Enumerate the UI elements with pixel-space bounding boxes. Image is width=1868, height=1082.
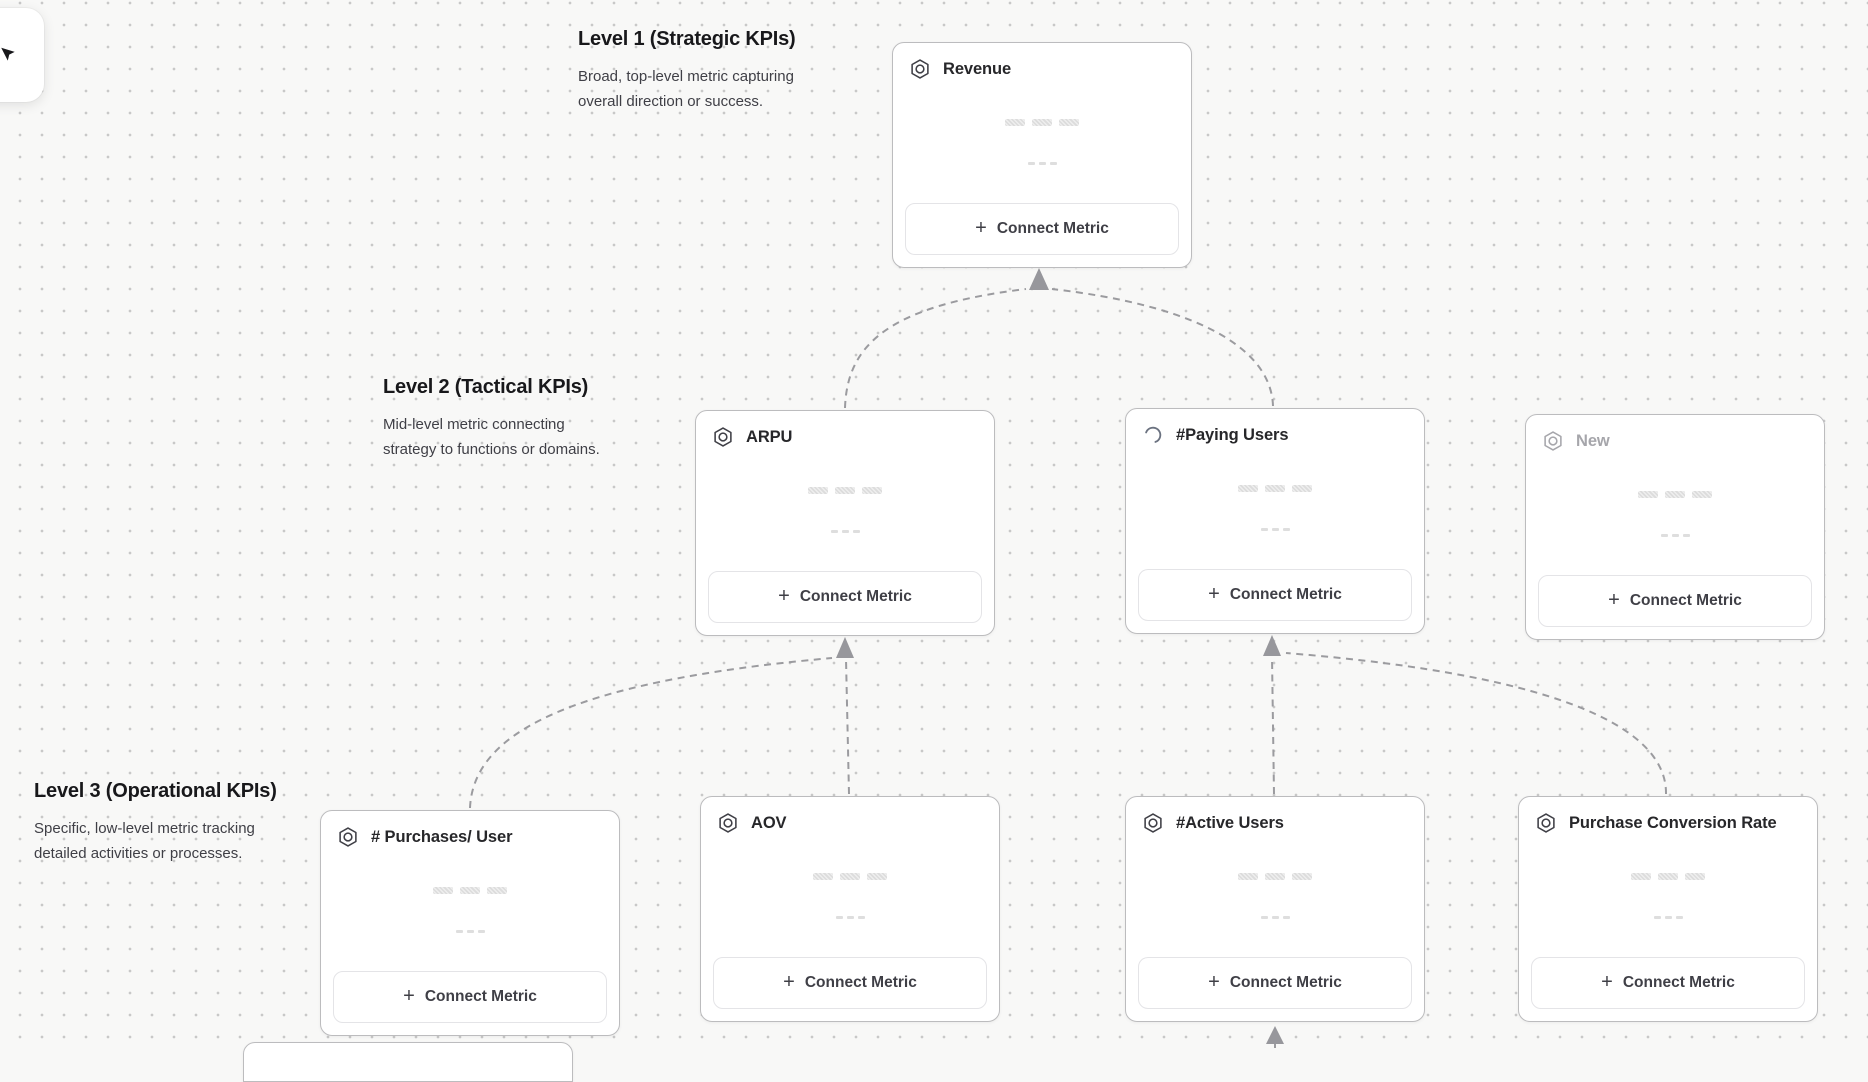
card-title: Purchase Conversion Rate [1569, 813, 1777, 832]
cursor-tool-button[interactable] [0, 38, 26, 72]
card-title: # Purchases/ User [371, 827, 513, 846]
metric-card-purchase-conversion-rate[interactable]: Purchase Conversion Rate + Connect Metri… [1518, 796, 1818, 1022]
skeleton-dashes [701, 916, 999, 919]
metric-hexagon-icon [717, 812, 739, 834]
level-2-description: Mid-level metric connecting strategy to … [383, 416, 600, 458]
skeleton-bars [1126, 485, 1424, 492]
connect-metric-label: Connect Metric [1229, 586, 1342, 603]
connect-metric-label: Connect Metric [1622, 974, 1735, 991]
connect-metric-label: Connect Metric [1629, 592, 1742, 609]
arrowhead-active-users [1266, 1026, 1284, 1044]
skeleton-dashes [321, 930, 619, 933]
arrowhead-revenue [1029, 268, 1049, 290]
connect-metric-button[interactable]: + Connect Metric [333, 971, 607, 1023]
arrowhead-arpu [836, 637, 854, 658]
metric-card-active-users[interactable]: #Active Users + Connect Metric [1125, 796, 1425, 1022]
card-title: #Active Users [1176, 813, 1284, 832]
card-header: #Paying Users [1126, 409, 1424, 446]
skeleton-bars [1519, 873, 1817, 880]
card-header: #Active Users [1126, 797, 1424, 834]
metric-hexagon-icon [909, 58, 931, 80]
level-3-label: Level 3 (Operational KPIs) Specific, low… [34, 780, 277, 866]
metric-hexagon-icon [1142, 812, 1164, 834]
edge-paying-users-to-revenue[interactable] [1051, 288, 1274, 407]
spinner-icon [1142, 424, 1164, 446]
skeleton-bars [701, 873, 999, 880]
card-header: Revenue [893, 43, 1191, 80]
connect-metric-button[interactable]: + Connect Metric [1138, 957, 1412, 1009]
plus-icon: + [1601, 971, 1613, 993]
level-3-title: Level 3 (Operational KPIs) [34, 780, 277, 802]
connect-metric-label: Connect Metric [424, 988, 537, 1005]
card-header: AOV [701, 797, 999, 834]
card-header: New [1526, 415, 1824, 452]
connect-metric-button[interactable]: + Connect Metric [1538, 575, 1812, 627]
level-1-description: Broad, top-level metric capturing overal… [578, 68, 794, 110]
metric-card-paying-users[interactable]: #Paying Users + Connect Metric [1125, 408, 1425, 634]
skeleton-dashes [696, 530, 994, 533]
edge-aov-to-arpu[interactable] [845, 658, 850, 795]
metric-card-partial-offscreen[interactable] [243, 1042, 573, 1082]
connect-metric-label: Connect Metric [799, 588, 912, 605]
connect-metric-button[interactable]: + Connect Metric [713, 957, 987, 1009]
card-title: ARPU [746, 427, 793, 446]
skeleton-dashes [1126, 916, 1424, 919]
plus-icon: + [403, 985, 415, 1007]
skeleton-bars [1126, 873, 1424, 880]
level-1-label: Level 1 (Strategic KPIs) Broad, top-leve… [578, 28, 796, 114]
card-title: Revenue [943, 59, 1012, 78]
plus-icon: + [975, 217, 987, 239]
plus-icon: + [778, 585, 790, 607]
level-2-title: Level 2 (Tactical KPIs) [383, 376, 589, 398]
metric-hexagon-icon [337, 826, 359, 848]
cursor-pointer-icon [0, 43, 19, 68]
skeleton-bars [321, 887, 619, 894]
skeleton-dashes [1526, 534, 1824, 537]
card-header: # Purchases/ User [321, 811, 619, 848]
connect-metric-label: Connect Metric [996, 220, 1109, 237]
skeleton-bars [1526, 491, 1824, 498]
arrowhead-paying-users [1263, 635, 1281, 656]
connect-metric-button[interactable]: + Connect Metric [1531, 957, 1805, 1009]
plus-icon: + [1208, 583, 1220, 605]
metric-hexagon-icon [1535, 812, 1557, 834]
edge-purchases-to-arpu[interactable] [469, 657, 833, 809]
connect-metric-label: Connect Metric [804, 974, 917, 991]
plus-icon: + [783, 971, 795, 993]
skeleton-dashes [1519, 916, 1817, 919]
card-title: #Paying Users [1176, 425, 1289, 444]
level-1-title: Level 1 (Strategic KPIs) [578, 28, 796, 50]
plus-icon: + [1608, 589, 1620, 611]
metric-hexagon-icon [712, 426, 734, 448]
skeleton-dashes [893, 162, 1191, 165]
edge-pcr-to-paying-users[interactable] [1285, 652, 1668, 795]
metric-card-purchases-per-user[interactable]: # Purchases/ User + Connect Metric [320, 810, 620, 1036]
connect-metric-button[interactable]: + Connect Metric [708, 571, 982, 623]
connect-metric-label: Connect Metric [1229, 974, 1342, 991]
card-title: New [1576, 431, 1610, 450]
connect-metric-button[interactable]: + Connect Metric [1138, 569, 1412, 621]
edge-active-users-to-paying-users[interactable] [1271, 656, 1275, 795]
skeleton-bars [696, 487, 994, 494]
plus-icon: + [1208, 971, 1220, 993]
level-2-label: Level 2 (Tactical KPIs) Mid-level metric… [383, 376, 600, 462]
metric-hexagon-icon [1542, 430, 1564, 452]
level-3-description: Specific, low-level metric tracking deta… [34, 820, 255, 862]
metric-card-aov[interactable]: AOV + Connect Metric [700, 796, 1000, 1022]
metric-card-revenue[interactable]: Revenue + Connect Metric [892, 42, 1192, 268]
metric-card-new[interactable]: New + Connect Metric [1525, 414, 1825, 640]
floating-tool-panel [0, 8, 44, 102]
card-title: AOV [751, 813, 787, 832]
metric-card-arpu[interactable]: ARPU + Connect Metric [695, 410, 995, 636]
connect-metric-button[interactable]: + Connect Metric [905, 203, 1179, 255]
card-header: ARPU [696, 411, 994, 448]
skeleton-bars [893, 119, 1191, 126]
edge-arpu-to-revenue[interactable] [844, 288, 1027, 409]
skeleton-dashes [1126, 528, 1424, 531]
card-header: Purchase Conversion Rate [1519, 797, 1817, 834]
